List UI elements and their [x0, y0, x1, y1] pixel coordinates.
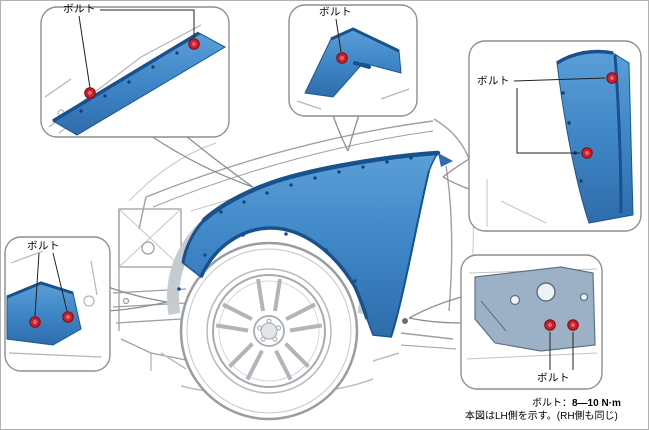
leader-lines — [549, 332, 574, 370]
leader-lines — [335, 18, 342, 53]
torque-note: ボルト：8—10 N·m — [532, 398, 621, 410]
bolt-marker — [188, 38, 200, 50]
callout-top-left — [40, 6, 230, 138]
fender-edge-clips — [219, 156, 413, 214]
callout-label-top-left: ボルト — [63, 3, 96, 15]
torque-value: 8—10 N·m — [572, 398, 621, 409]
callout-label-right: ボルト — [477, 75, 510, 87]
arch-flange-clips — [177, 232, 357, 291]
callout-right — [468, 40, 642, 232]
bolt-marker — [567, 319, 579, 331]
main-illustration — [4, 4, 642, 421]
callout-bottom-right — [460, 254, 603, 390]
side-note: 本図はLH側を示す。(RH側も同じ) — [465, 411, 618, 422]
bolt-marker — [84, 87, 96, 99]
callout-top-center — [288, 4, 418, 117]
leader-lines — [34, 252, 68, 317]
bolt-marker — [336, 52, 348, 64]
wheel-spokes — [215, 278, 323, 381]
callout-label-bottom-right: ボルト — [537, 372, 570, 384]
callout-tails — [107, 114, 470, 324]
callout-left — [4, 236, 111, 372]
bolt-marker — [29, 316, 41, 328]
bolt-marker — [62, 311, 74, 323]
wheel — [179, 241, 359, 421]
leader-lines — [513, 77, 606, 154]
callout-label-top-center: ボルト — [319, 6, 352, 18]
bolt-marker — [581, 147, 593, 159]
fender-panel — [177, 150, 453, 338]
rear-lower-bolt-hint — [402, 318, 408, 324]
bolt-marker — [606, 72, 618, 84]
leader-lines — [78, 9, 195, 89]
torque-prefix: ボルト： — [532, 398, 572, 409]
callout-label-left: ボルト — [27, 240, 60, 252]
bolt-marker — [544, 319, 556, 331]
